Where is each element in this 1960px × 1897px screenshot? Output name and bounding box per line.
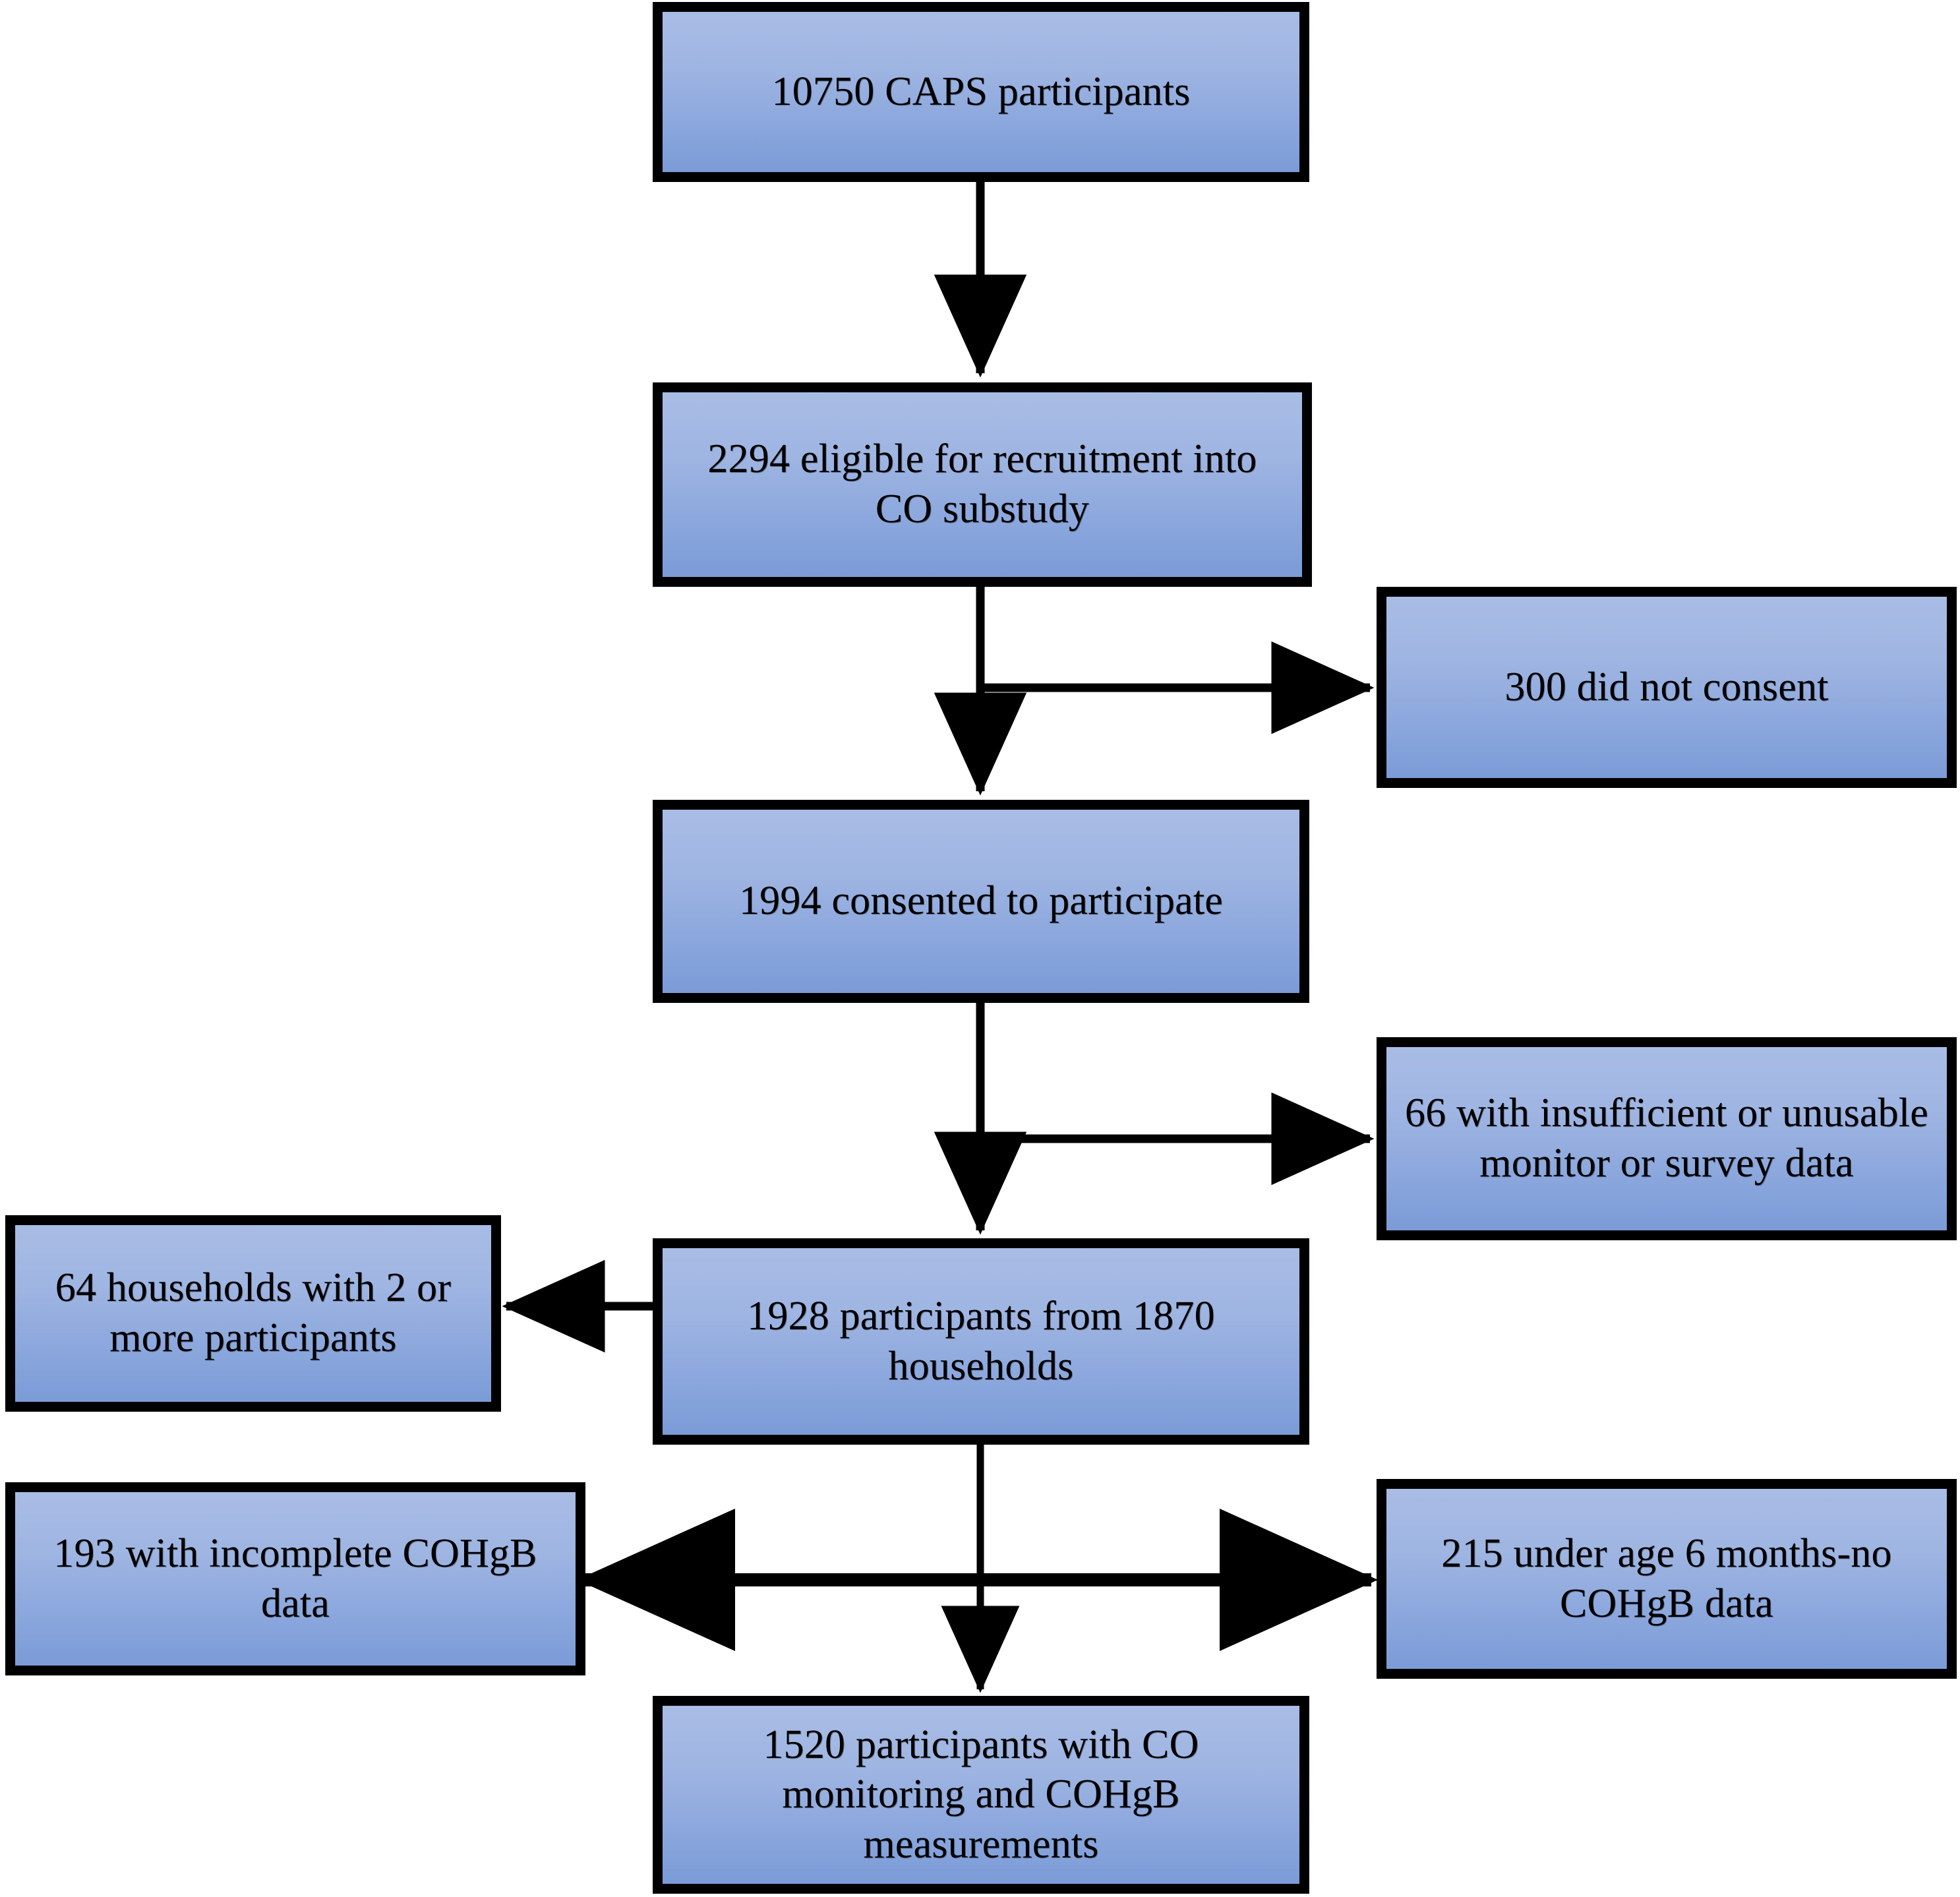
node-final-sample[interactable]: 1520 participants with CO monitoring and… [653,1696,1309,1894]
node-households-two-or-more[interactable]: 64 households with 2 or more participant… [5,1215,501,1412]
node-label: 215 under age 6 months-no COHgB data [1441,1530,1892,1626]
node-participants-from-households[interactable]: 1928 participants from 1870 households [653,1238,1309,1445]
node-insufficient-monitor-survey-data[interactable]: 66 with insufficient or unusable monitor… [1377,1037,1957,1240]
node-did-not-consent[interactable]: 300 did not consent [1377,587,1957,788]
node-consented-to-participate[interactable]: 1994 consented to participate [653,800,1309,1003]
node-caps-participants[interactable]: 10750 CAPS participants [653,2,1309,182]
node-label: 10750 CAPS participants [771,69,1191,114]
node-label: 1994 consented to participate [738,878,1224,924]
node-under-age-six-months[interactable]: 215 under age 6 months-no COHgB data [1377,1479,1957,1679]
node-label: 1928 participants from 1870 households [747,1293,1215,1389]
node-incomplete-cohgb-data[interactable]: 193 with incomplete COHgB data [5,1482,585,1675]
node-label: 1520 participants with CO monitoring and… [763,1722,1199,1867]
node-label: 64 households with 2 or more participant… [55,1265,452,1360]
node-label: 300 did not consent [1504,664,1829,709]
node-label: 2294 eligible for recruitment into CO su… [707,437,1257,531]
node-label: 66 with insufficient or unusable monitor… [1405,1091,1928,1186]
node-eligible-co-substudy[interactable]: 2294 eligible for recruitment into CO su… [653,382,1312,587]
node-label: 193 with incomplete COHgB data [53,1530,537,1626]
